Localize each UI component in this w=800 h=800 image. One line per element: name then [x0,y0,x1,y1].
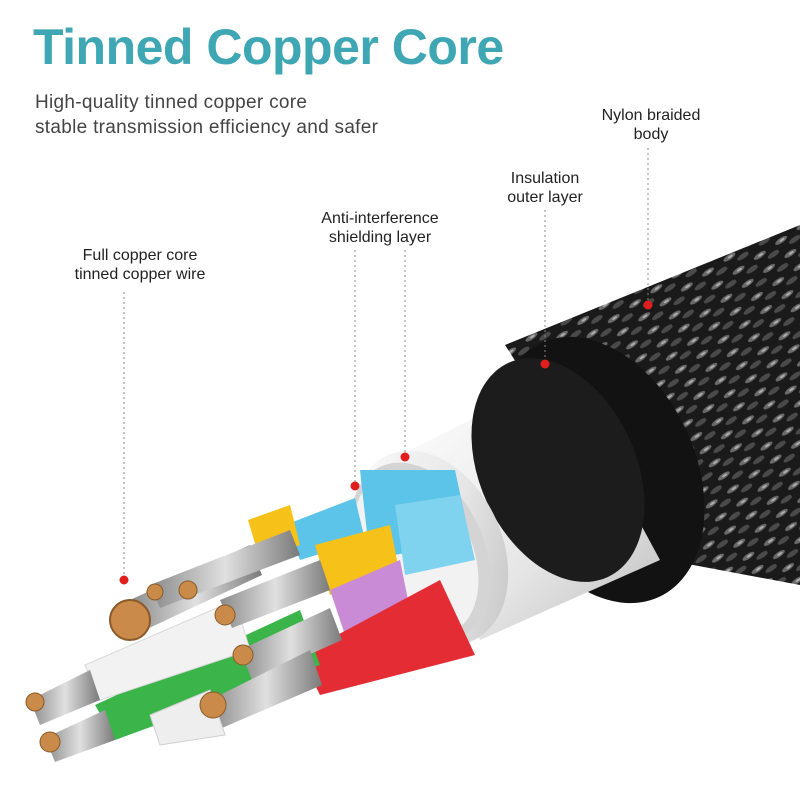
copper-wire-ends [25,580,254,753]
callout-copper-line-2: tinned copper wire [74,266,206,283]
callout-copper-line-1: Full copper core [82,247,198,264]
callout-shielding-line-1: Anti-interference [321,210,439,227]
callout-full-copper-core: Full copper core tinned copper wire [55,246,225,284]
page-title: Tinned Copper Core [33,19,504,75]
callout-leaders [123,148,649,578]
callout-insulation-line-2: outer layer [507,189,583,206]
callout-insulation-line-1: Insulation [510,170,580,187]
callout-shielding-line-2: shielding layer [328,229,432,246]
callout-nylon-braided-body: Nylon braided body [587,106,715,144]
callout-insulation-outer-layer: Insulation outer layer [490,169,600,207]
callout-nylon-line-2: body [633,126,669,143]
callout-markers [119,300,653,585]
subtitle-line-2: stable transmission efficiency and safer [35,117,379,138]
red-wire [300,580,475,695]
callout-nylon-line-1: Nylon braided [601,107,701,124]
callout-shielding-layer: Anti-interference shielding layer [300,209,460,247]
subtitle-line-1: High-quality tinned copper core [35,92,308,113]
